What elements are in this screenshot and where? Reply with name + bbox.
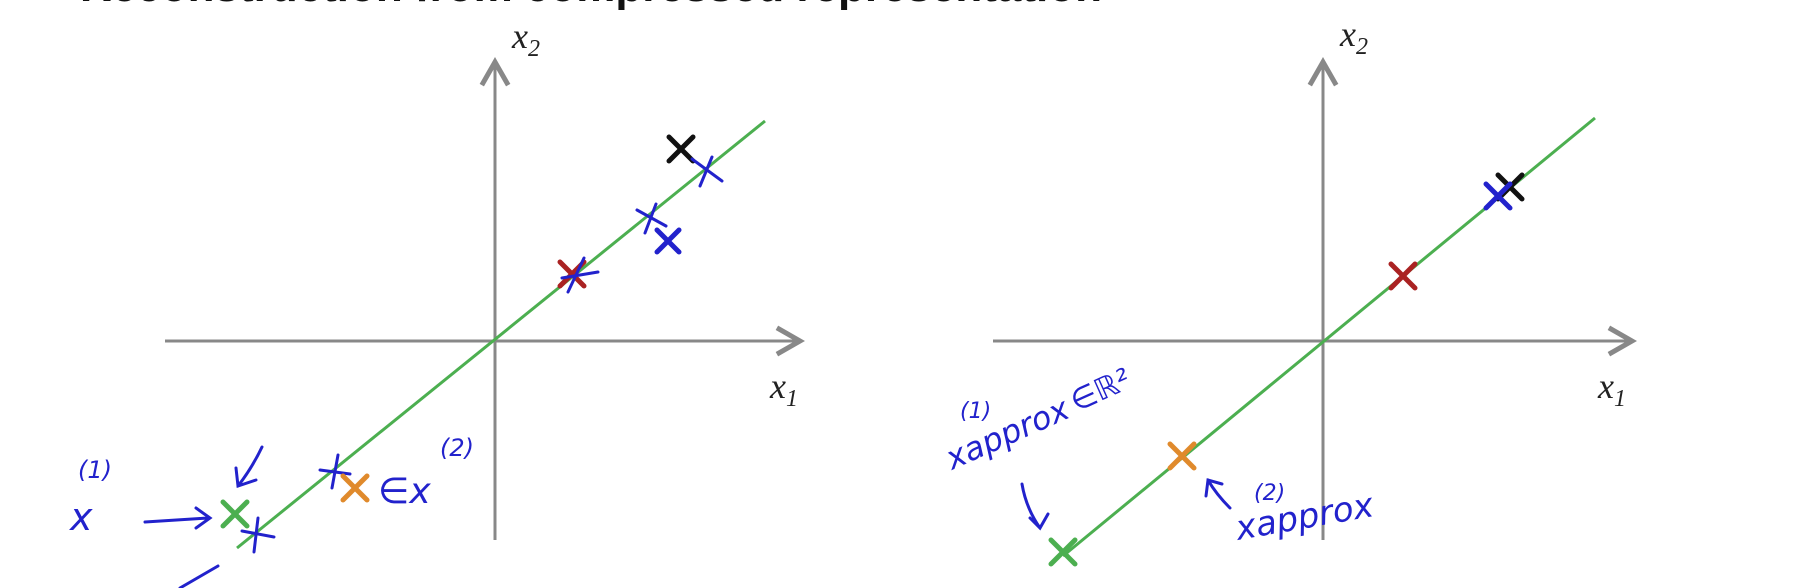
cross-icon bbox=[340, 473, 370, 503]
cross-icon bbox=[1388, 261, 1418, 291]
cross-icon bbox=[635, 202, 668, 235]
cross-icon bbox=[240, 516, 276, 554]
annotation-xapprox2-superscript: (2) bbox=[1254, 481, 1285, 506]
annotation-xapprox1-superscript: (1) bbox=[960, 399, 991, 424]
cross-icon bbox=[666, 134, 696, 164]
left-projection-line bbox=[236, 119, 766, 550]
right-x2-label: x2 bbox=[1339, 14, 1368, 60]
annotation-x2: ∈x bbox=[378, 471, 431, 512]
left-x2-label: x2 bbox=[511, 16, 540, 62]
ink-stroke bbox=[178, 564, 220, 588]
right-x1-label: x1 bbox=[1597, 366, 1626, 412]
cross-icon bbox=[1048, 537, 1078, 567]
annotation-x1-superscript: (1) bbox=[78, 456, 112, 484]
cross-icon bbox=[220, 499, 250, 529]
annotation-xapprox1-set: ∈ℝ² bbox=[1065, 362, 1136, 419]
arrow-icon bbox=[143, 506, 213, 530]
cross-icon bbox=[318, 453, 352, 490]
arrow-icon bbox=[1020, 482, 1050, 531]
left-x1-label: x1 bbox=[769, 366, 798, 412]
left-panel: x1 x2 bbox=[69, 16, 805, 588]
cross-icon bbox=[1483, 181, 1513, 211]
cross-icon bbox=[654, 227, 682, 255]
annotation-x2-superscript: (2) bbox=[440, 434, 474, 462]
slide-title: Reconstruction from compressed represent… bbox=[80, 0, 1102, 12]
cross-icon bbox=[560, 256, 600, 294]
annotation-x1: x bbox=[69, 495, 93, 539]
cross-icon bbox=[1167, 441, 1197, 471]
right-panel: x1 x2 xapprox (1) ∈ℝ² xapprox (2) bbox=[939, 14, 1637, 567]
cross-icon bbox=[690, 155, 724, 188]
arrow-icon bbox=[234, 445, 264, 489]
arrow-icon bbox=[1204, 478, 1232, 510]
